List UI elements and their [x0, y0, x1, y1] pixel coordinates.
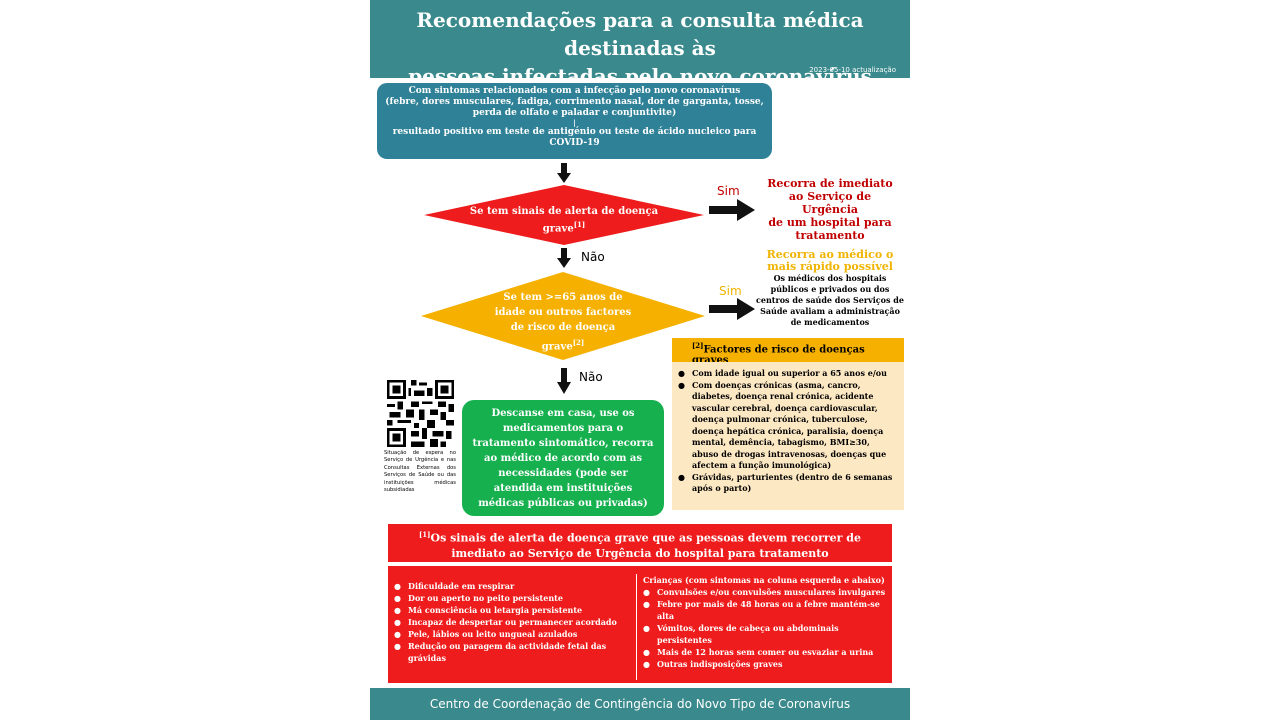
list-item: Dor ou aperto no peito persistente: [394, 592, 632, 604]
list-item: Com doenças crónicas (asma, cancro, diab…: [678, 380, 898, 472]
severe-signs-diamond: [424, 185, 704, 245]
no-label-2: Não: [579, 370, 603, 384]
decision-2-line: grave: [541, 341, 573, 353]
result-2-title-line: Recorra ao médico o: [766, 248, 894, 261]
footer-banner: Centro de Coordenação de Contingência do…: [370, 688, 910, 720]
result-1-line: de um hospital para: [768, 216, 892, 229]
list-item: Grávidas, parturientes (dentro de 6 sema…: [678, 472, 898, 495]
list-item: Vómitos, dores de cabeça ou abdominais p…: [643, 622, 893, 646]
title-line-1: Recomendações para a consulta médica des…: [416, 8, 864, 60]
list-item: Com idade igual ou superior a 65 anos e/…: [678, 368, 898, 380]
result-2-title-line: mais rápido possível: [767, 260, 893, 273]
list-item: Incapaz de despertar ou permanecer acord…: [394, 616, 632, 628]
result-2-body-line: Saúde avaliam a administração: [760, 306, 900, 316]
result-2-body-line: centros de saúde dos Serviços de: [756, 295, 904, 305]
risk-factors-header: [2]Factores de risco de doenças graves: [672, 338, 904, 366]
yes-label-1: Sim: [717, 184, 740, 198]
footnote-ref: [2]: [572, 338, 585, 347]
yes-label-2: Sim: [719, 284, 742, 298]
qr-code-icon[interactable]: [387, 380, 454, 447]
decision-1-line: Se tem sinais de alerta de doença: [469, 206, 659, 217]
warning-title: Os sinais de alerta de doença grave que …: [430, 531, 861, 560]
decision-1-line: grave: [542, 223, 574, 235]
result-1-line: Recorra de imediato: [767, 177, 893, 190]
intro-line: resultado positivo em teste de antigénio…: [392, 127, 757, 137]
intro-separator: |: [573, 118, 576, 127]
down-arrow-icon: [557, 163, 571, 183]
update-date: 2023-05-10 actualização: [809, 66, 896, 74]
page-title: Recomendações para a consulta médica des…: [370, 6, 910, 90]
home-care-box: Descanse em casa, use os medicamentos pa…: [462, 400, 664, 516]
right-arrow-icon: [709, 298, 755, 320]
emergency-result: Recorra de imediato ao Serviço de Urgênc…: [762, 177, 898, 242]
footnote-ref: [1]: [418, 530, 431, 539]
right-arrow-icon: [709, 199, 755, 221]
see-doctor-title: Recorra ao médico o mais rápido possível: [760, 249, 900, 273]
intro-line: (febre, dores musculares, fadiga, corrim…: [385, 97, 764, 107]
header-banner: Recomendações para a consulta médica des…: [370, 0, 910, 88]
result-1-line: ao Serviço de Urgência: [788, 190, 872, 216]
decision-1-text: Se tem sinais de alerta de doença grave[…: [454, 205, 674, 235]
symptoms-box: Com sintomas relacionados com a infecção…: [377, 83, 772, 159]
result-2-body-line: públicos e privados ou dos: [770, 284, 890, 294]
adult-signs-column: Dificuldade em respirar Dor ou aperto no…: [394, 580, 632, 664]
list-item: Outras indisposições graves: [643, 658, 893, 670]
list-item: Má consciência ou letargia persistente: [394, 604, 632, 616]
result-2-body-line: Os médicos dos hospitais: [773, 273, 887, 283]
no-label-1: Não: [581, 250, 605, 264]
list-item: Pele, lábios ou leito ungueal azulados: [394, 628, 632, 640]
risk-factors-list: Com idade igual ou superior a 65 anos e/…: [672, 362, 904, 510]
qr-caption: Situação de espera no Serviço de Urgênci…: [384, 450, 456, 494]
risk-age-diamond: [421, 272, 705, 360]
list-item: Dificuldade em respirar: [394, 580, 632, 592]
children-title: Crianças (com sintomas na coluna esquerd…: [643, 575, 885, 585]
warning-signs-header: [1]Os sinais de alerta de doença grave q…: [388, 524, 892, 562]
list-item: Febre por mais de 48 horas ou a febre ma…: [643, 598, 893, 622]
list-item: Convulsões e/ou convulsões musculares in…: [643, 586, 893, 598]
intro-line: perda de olfato e paladar e conjuntivite…: [472, 108, 677, 118]
down-arrow-icon: [557, 368, 571, 394]
result-2-body-line: de medicamentos: [790, 317, 870, 327]
result-1-line: tratamento: [795, 229, 865, 242]
down-arrow-icon: [557, 248, 571, 268]
see-doctor-body: Os médicos dos hospitais públicos e priv…: [756, 273, 904, 328]
warning-signs-box: Dificuldade em respirar Dor ou aperto no…: [388, 566, 892, 683]
footnote-ref: [1]: [573, 220, 586, 229]
risk-factors-title: Factores de risco de doenças graves: [692, 344, 865, 367]
decision-2-line: de risco de doença: [510, 322, 616, 333]
children-signs-column: Crianças (com sintomas na coluna esquerd…: [636, 574, 893, 680]
list-item: Redução ou paragem da actividade fetal d…: [394, 640, 632, 664]
decision-2-line: Se tem >=65 anos de: [503, 292, 623, 303]
footnote-ref: [2]: [692, 341, 704, 350]
intro-line: COVID-19: [549, 138, 600, 148]
list-item: Mais de 12 horas sem comer ou esvaziar a…: [643, 646, 893, 658]
decision-2-text: Se tem >=65 anos de idade ou outros fact…: [483, 290, 643, 354]
decision-2-line: idade ou outros factores: [494, 307, 632, 318]
intro-line: Com sintomas relacionados com a infecção…: [408, 86, 741, 96]
